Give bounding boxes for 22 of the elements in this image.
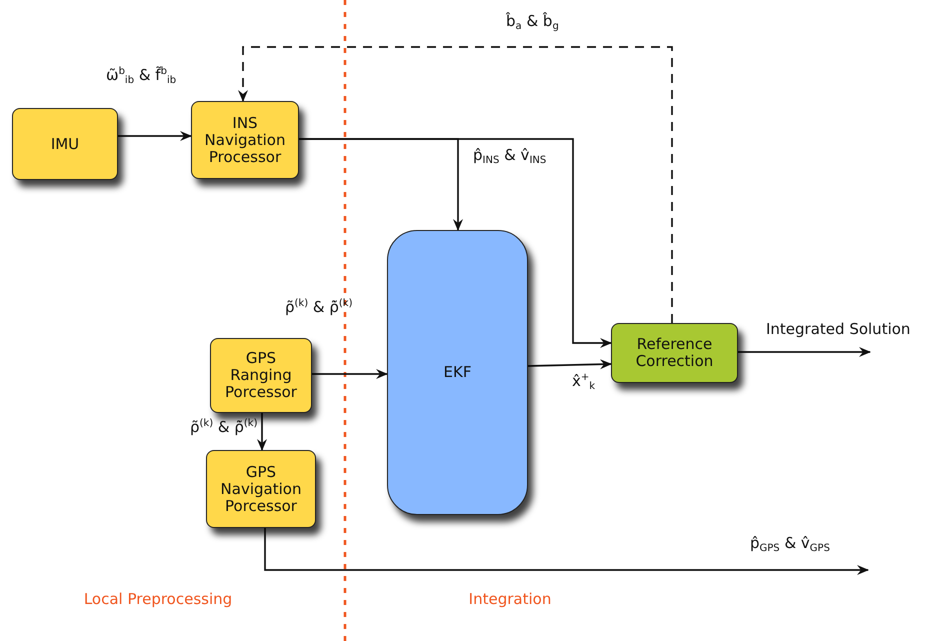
edge-label: Integrated Solution [766, 320, 910, 338]
arrow [299, 138, 612, 348]
zone-label: Integration [468, 590, 552, 608]
process-box: INS Navigation Processor [191, 101, 299, 179]
process-box: GPS Ranging Porcessor [210, 338, 312, 413]
arrow [738, 347, 871, 357]
process-box: Reference Correction [611, 323, 738, 383]
process-box: IMU [12, 108, 118, 180]
arrow [238, 46, 673, 323]
edge-label: p̂$_{INS}$ & v̂$_{INS}$ [473, 146, 546, 166]
arrow [264, 528, 869, 575]
edge-label: p̂$_{GPS}$ & v̂$_{GPS}$ [750, 534, 830, 554]
edge-label: ρ̃$^{(k)}$ & ρ̃̇$^{(k)}$ [285, 298, 352, 316]
arrow [118, 131, 192, 141]
process-box: GPS Navigation Porcessor [206, 450, 316, 528]
arrow [528, 359, 612, 370]
process-box: EKF [387, 230, 528, 515]
edge-label: b̂$_{a}$ & b̂$_{g}$ [506, 12, 559, 32]
edge-label: ρ̃$^{(k)}$ & ρ̃̇$^{(k)}$ [190, 418, 258, 436]
arrow [257, 413, 267, 451]
arrow [312, 369, 388, 379]
zone-label: Local Preprocessing [84, 590, 232, 608]
